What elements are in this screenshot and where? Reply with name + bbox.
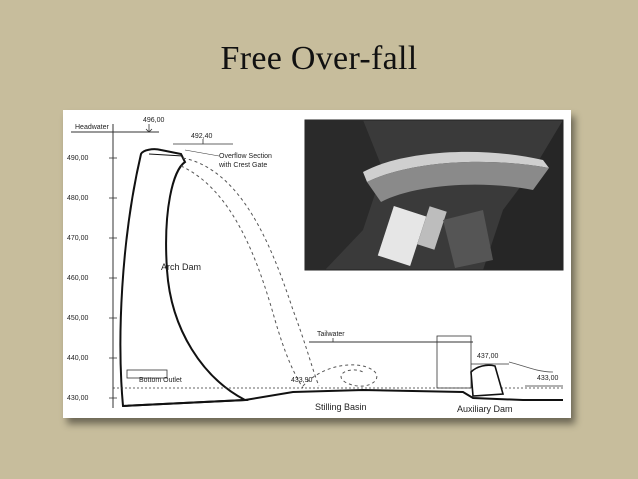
- arch-dam-profile: [119, 148, 249, 408]
- stilling-basin-label: Stilling Basin: [315, 402, 367, 412]
- downstream-flow: [508, 361, 554, 373]
- auxiliary-dam-frame: [436, 335, 472, 389]
- elevation-label-430: 430,00: [67, 395, 89, 402]
- elevation-label-470: 470,00: [67, 235, 89, 242]
- auxiliary-dam-crest-elevation: 437,00: [477, 353, 499, 360]
- headwater-label: Headwater: [75, 124, 110, 131]
- plunge-vortex: [302, 364, 378, 387]
- crest-gate-elevation: 492,40: [191, 133, 213, 140]
- elevation-ticks: [109, 157, 117, 399]
- overflow-section-label-line2: with Crest Gate: [218, 162, 267, 169]
- elevation-label-450: 450,00: [67, 315, 89, 322]
- slide-title: Free Over-fall: [220, 40, 418, 77]
- overflow-leader-line: [184, 149, 220, 157]
- aerial-dam-photo: [304, 119, 564, 271]
- arch-dam-label: Arch Dam: [161, 262, 201, 272]
- elevation-label-460: 460,00: [67, 275, 89, 282]
- bottom-outlet-conduit: [126, 369, 168, 379]
- free-overfall-jet-lower: [180, 165, 304, 389]
- headwater-arrow-icon: [145, 124, 153, 133]
- dam-cross-section-diagram: 490,00 480,00 470,00 460,00 450,00 440,0…: [67, 117, 564, 414]
- elevation-label-490: 490,00: [67, 155, 89, 162]
- downstream-elevation: 433,00: [537, 375, 559, 382]
- overflow-section-label-line1: Overflow Section: [219, 153, 272, 160]
- basin-floor: [122, 388, 563, 407]
- elevation-label-440: 440,00: [67, 355, 89, 362]
- bottom-outlet-label: Bottom Outlet: [139, 377, 182, 384]
- elevation-label-480: 480,00: [67, 195, 89, 202]
- headwater-elevation: 496,00: [143, 117, 165, 124]
- auxiliary-dam-profile: [470, 364, 505, 397]
- basin-floor-elevation: 433,90: [291, 377, 313, 384]
- dam-crest: [148, 153, 184, 157]
- free-overfall-jet-upper: [182, 157, 320, 387]
- auxiliary-dam-label: Auxiliary Dam: [457, 404, 513, 414]
- dam-cross-section-figure: 490,00 480,00 470,00 460,00 450,00 440,0…: [63, 110, 571, 418]
- tailwater-label: Tailwater: [317, 331, 345, 338]
